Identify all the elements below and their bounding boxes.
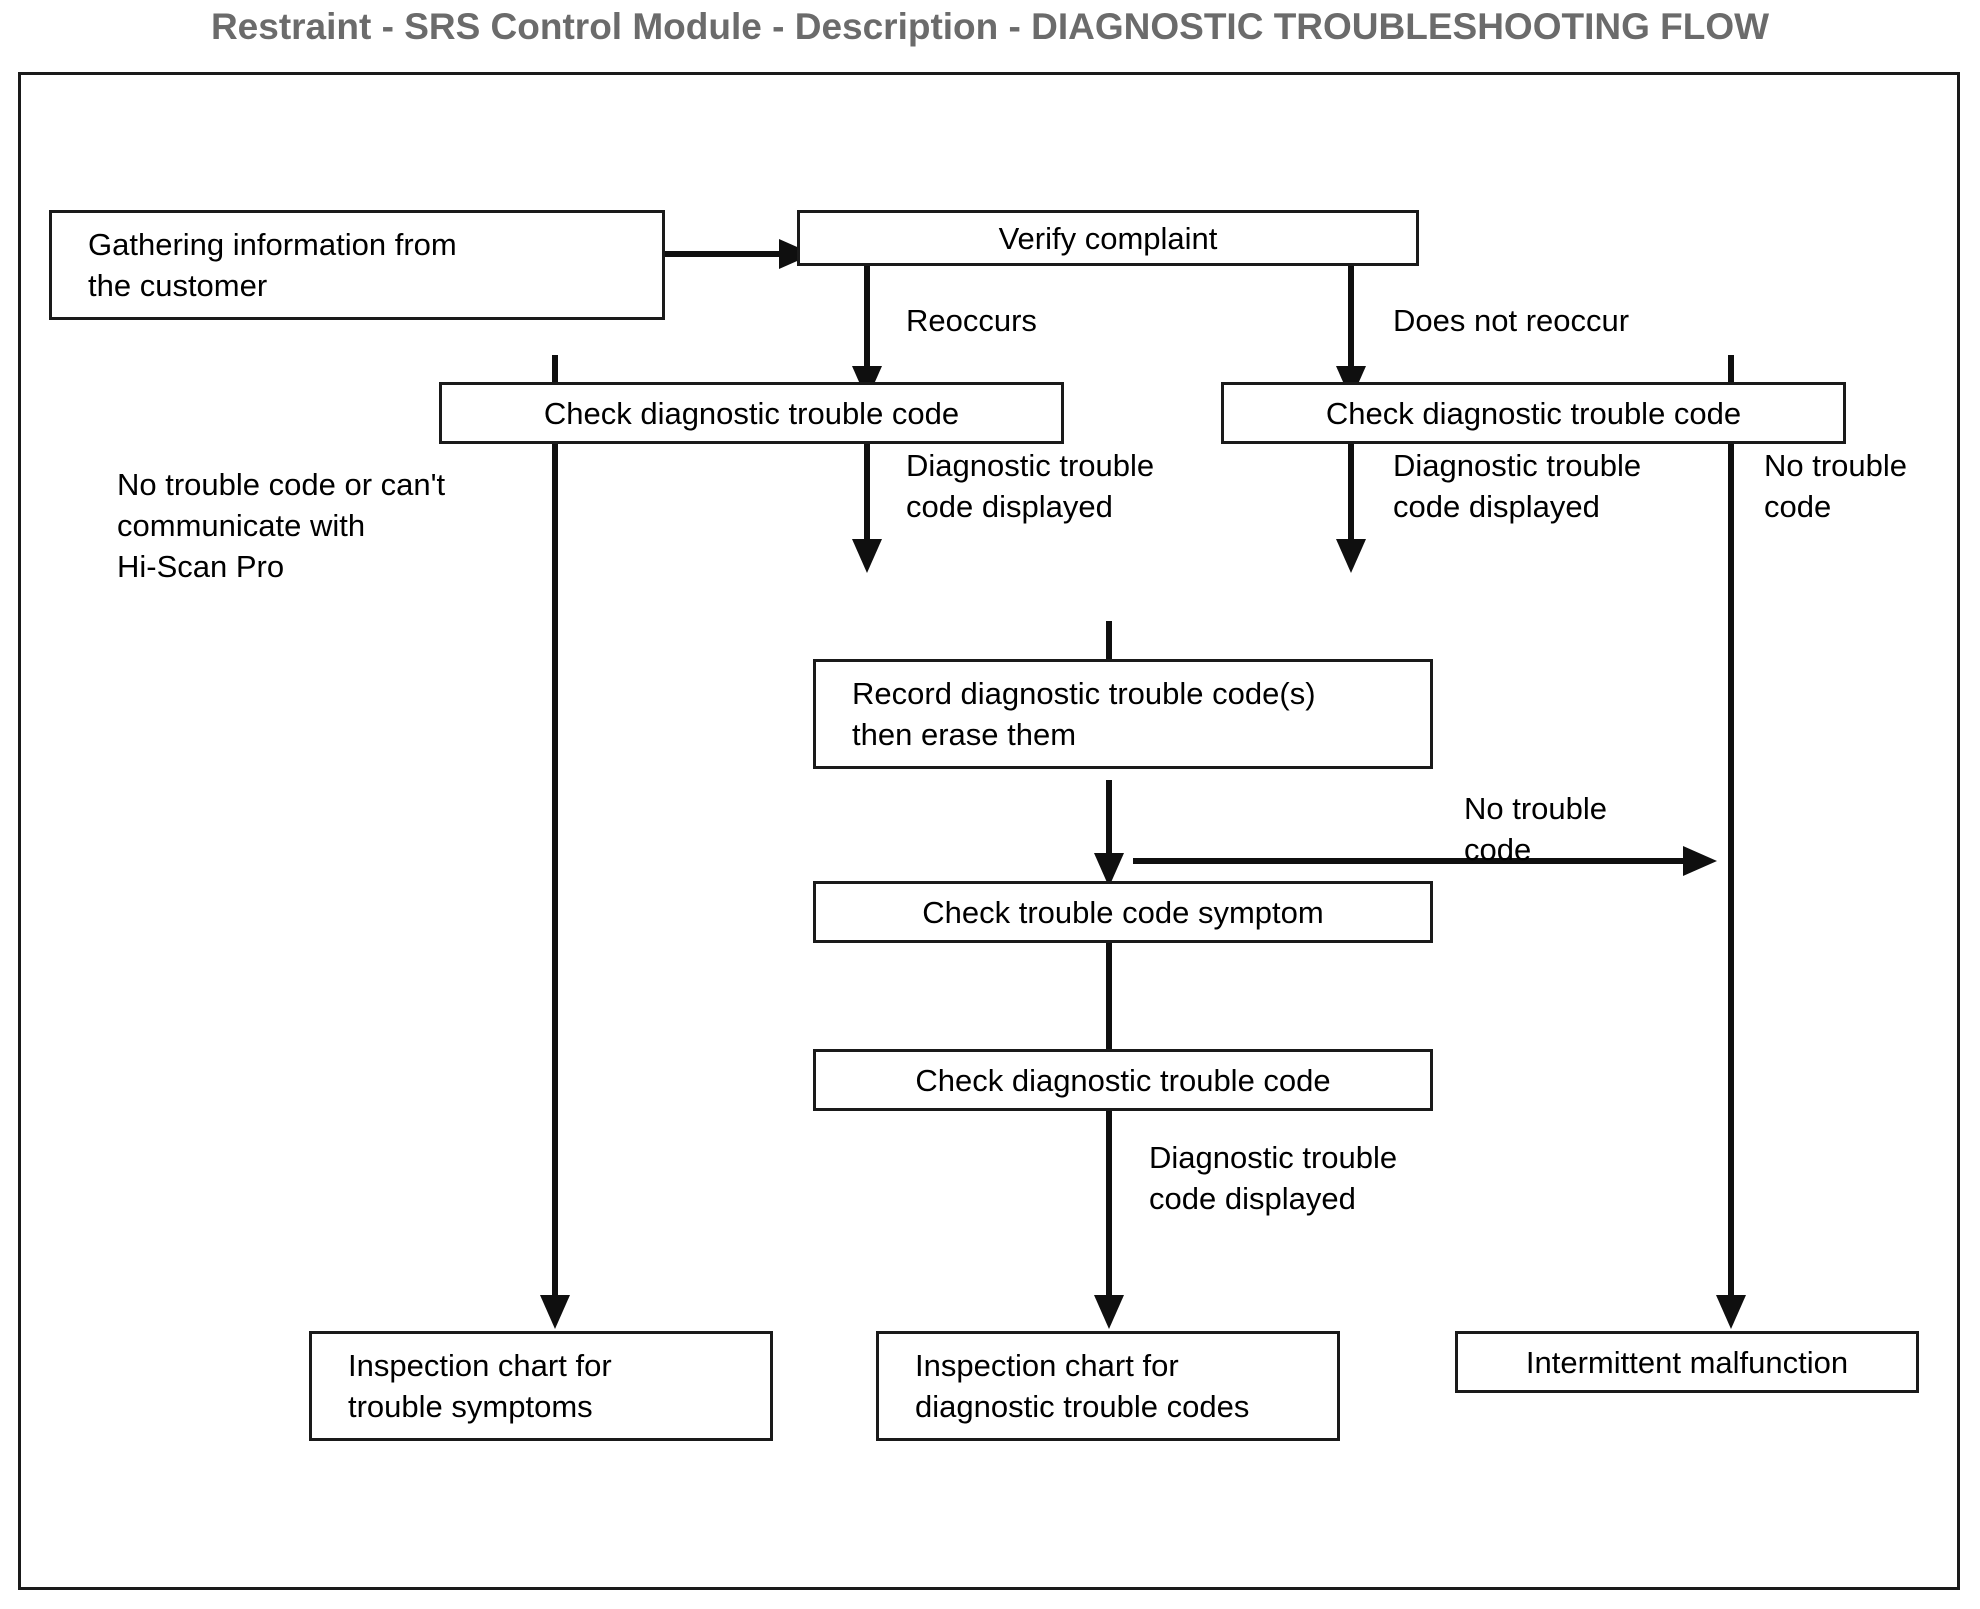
arrowhead-check-right-to-intermittent (1716, 1295, 1746, 1329)
node-inspection-chart-diagnostic-trouble-codes[interactable]: Inspection chart for diagnostic trouble … (876, 1331, 1340, 1441)
node-check-diagnostic-trouble-code-right[interactable]: Check diagnostic trouble code (1221, 382, 1846, 444)
arrowhead-check-mid-to-intermittent (1683, 846, 1717, 876)
page-title: Restraint - SRS Control Module - Descrip… (210, 6, 1770, 47)
connector-check-left-to-record (864, 355, 870, 555)
node-label: Record diagnostic trouble code(s) then e… (852, 676, 1316, 752)
connector-check-right-to-intermittent (1728, 355, 1734, 1310)
arrowhead-check-right-to-record (1336, 539, 1366, 573)
node-gathering-information[interactable]: Gathering information from the customer (49, 210, 665, 320)
connector-symptom-to-check-mid (1106, 780, 1112, 870)
diagram-frame: Gathering information from the customer … (18, 72, 1960, 1590)
node-check-diagnostic-trouble-code-middle[interactable]: Check diagnostic trouble code (813, 1049, 1433, 1111)
arrowhead-check-mid-to-inspect-codes (1094, 1295, 1124, 1329)
edge-label-dtc-displayed-right: Diagnostic trouble code displayed (1393, 448, 1642, 524)
node-label: Inspection chart for diagnostic trouble … (915, 1348, 1250, 1424)
node-check-trouble-code-symptom[interactable]: Check trouble code symptom (813, 881, 1433, 943)
connector-check-mid-to-intermittent (1133, 858, 1703, 864)
node-intermittent-malfunction[interactable]: Intermittent malfunction (1455, 1331, 1919, 1393)
edge-label-reoccurs: Reoccurs (906, 303, 1037, 338)
edge-label-no-code-or-cant-communicate: No trouble code or can't communicate wit… (117, 467, 446, 584)
node-label: Check diagnostic trouble code (543, 395, 960, 431)
connector-verify-to-check-left (864, 263, 870, 383)
node-inspection-chart-trouble-symptoms[interactable]: Inspection chart for trouble symptoms (309, 1331, 773, 1441)
edge-label-dtc-displayed-bottom: Diagnostic trouble code displayed (1149, 1140, 1398, 1216)
edge-label-no-trouble-code-right: No trouble code (1764, 448, 1908, 524)
connector-check-right-to-record (1348, 355, 1354, 555)
node-label: Check diagnostic trouble code (1325, 395, 1742, 431)
edge-label-dtc-displayed-left: Diagnostic trouble code displayed (906, 448, 1155, 524)
node-check-diagnostic-trouble-code-left[interactable]: Check diagnostic trouble code (439, 382, 1064, 444)
node-label: Verify complaint (998, 220, 1218, 256)
connector-gathering-to-verify (663, 251, 801, 257)
node-label: Check trouble code symptom (922, 894, 1324, 930)
node-label: Inspection chart for trouble symptoms (348, 1348, 612, 1424)
arrowhead-check-left-to-inspect-symptoms (540, 1295, 570, 1329)
connector-verify-to-check-right (1348, 263, 1354, 383)
node-label: Gathering information from the customer (88, 227, 457, 303)
connector-check-left-to-inspect-symptoms (552, 355, 558, 1310)
edge-label-does-not-reoccur: Does not reoccur (1393, 303, 1630, 338)
arrowhead-check-left-to-record (852, 539, 882, 573)
node-record-erase-codes[interactable]: Record diagnostic trouble code(s) then e… (813, 659, 1433, 769)
node-label: Intermittent malfunction (1525, 1344, 1849, 1380)
edge-label-no-trouble-code-middle: No trouble code (1464, 791, 1608, 867)
node-label: Check diagnostic trouble code (915, 1062, 1331, 1098)
node-verify-complaint[interactable]: Verify complaint (797, 210, 1419, 266)
